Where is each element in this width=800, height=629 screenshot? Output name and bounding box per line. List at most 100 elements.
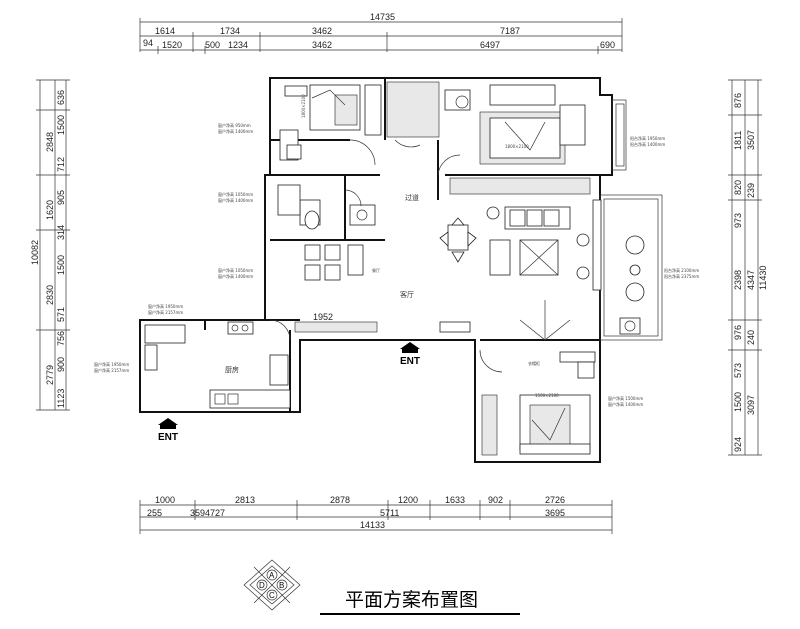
dim-top-r3-0: 94: [143, 38, 153, 48]
dim-right-1: 1811: [733, 131, 743, 150]
dim-bot-r2-0: 255: [147, 508, 162, 518]
dim-top-r2-1: 1734: [220, 26, 240, 36]
svg-text:阳台净高 2375mm: 阳台净高 2375mm: [664, 273, 699, 279]
dim-top-r2-2: 3462: [312, 26, 332, 36]
dim-top-r3-1: 1520: [162, 40, 182, 50]
dim-left-11: 900: [56, 357, 66, 372]
dim-right-11: 573: [733, 363, 743, 378]
dim-left-7: 1500: [56, 255, 66, 275]
dim-left-0: 636: [56, 90, 66, 105]
bottom-dimension-lines: 1000 2813 2878 1200 1633 902 2726 255 35…: [139, 495, 613, 534]
dim-top-r3-6: 690: [600, 40, 615, 50]
dim-right-8: 11430: [758, 266, 768, 290]
dim-left-8: 2830: [45, 285, 55, 305]
svg-text:窗户净高 1400mm: 窗户净高 1400mm: [218, 273, 253, 279]
dim-bot-r1-5: 902: [488, 495, 503, 505]
dim-left-9: 571: [56, 307, 66, 322]
dim-bot-r2-1: 359: [190, 508, 205, 518]
door-swings: [269, 139, 503, 373]
stair-zone: [439, 300, 571, 341]
dim-top-r3-3: 1234: [228, 40, 248, 50]
top-dimension-lines: 14735 1614 1734 3462 7187 94 1520 500 12…: [139, 12, 623, 54]
entrance-label-center: ENT: [400, 356, 420, 367]
svg-text:窗户净高 1050mm: 窗户净高 1050mm: [218, 267, 253, 273]
svg-text:窗户净高 1400mm: 窗户净高 1400mm: [608, 401, 643, 407]
dim-top-r3-4: 3462: [312, 40, 332, 50]
ne-bed-size: 1800×2100: [505, 144, 529, 149]
compass-c: C: [269, 591, 275, 600]
dim-bot-r1-6: 2726: [545, 495, 565, 505]
dim-right-0: 876: [733, 93, 743, 108]
se-bedroom: 1500×2100 衣帽柜 窗户净高 1500mm 窗户净高 1400mm: [481, 351, 643, 456]
dim-right-6: 2398: [733, 270, 743, 290]
svg-text:窗户净高 1400mm: 窗户净高 1400mm: [218, 197, 253, 203]
svg-text:窗户净高 1500mm: 窗户净高 1500mm: [608, 395, 643, 401]
east-balcony: 阳台净高 2100mm 阳台净高 2375mm: [599, 194, 699, 341]
dim-left-10: 756: [56, 331, 66, 346]
svg-text:窗户净高 1400mm: 窗户净高 1400mm: [218, 128, 253, 134]
dim-top-r3-2: 500: [205, 40, 220, 50]
compass-b: B: [279, 581, 284, 590]
entrance-center: ENT: [400, 342, 420, 367]
svg-text:阳台净高 2100mm: 阳台净高 2100mm: [664, 267, 699, 273]
svg-text:过道: 过道: [405, 193, 419, 202]
dim-left-overall: 10082: [30, 240, 40, 265]
dim-bot-r1-4: 1633: [445, 495, 465, 505]
dim-bot-r2-3: 5711: [380, 508, 399, 518]
ne-balcony: 阳台净高 1950mm 阳台净高 1400mm: [611, 99, 665, 171]
dim-right-13: 3097: [746, 395, 756, 415]
living-room: 客厅: [400, 199, 602, 299]
dim-left-5: 905: [56, 190, 66, 205]
dim-right-5: 973: [733, 213, 743, 228]
dim-right-2: 3507: [746, 130, 756, 150]
ne-master-bedroom: 1800×2100: [386, 81, 591, 195]
svg-text:窗户净高 1950mm: 窗户净高 1950mm: [94, 361, 129, 367]
dim-right-9: 976: [733, 325, 743, 340]
svg-text:窗户净高 950mm: 窗户净高 950mm: [218, 122, 251, 128]
dim-right-14: 924: [733, 437, 743, 452]
kitchen: 厨房 窗户净高 1950mm 窗户净高 2157mm 窗户净高 1950mm 窗…: [94, 303, 291, 409]
dim-right-3: 820: [733, 180, 743, 195]
dim-bot-r1-0: 1000: [155, 495, 175, 505]
dim-bot-r2-2: 4727: [205, 508, 225, 518]
svg-text:窗户净高 2157mm: 窗户净高 2157mm: [94, 367, 129, 373]
compass-a: A: [269, 571, 275, 580]
dining-area: 餐厅 窗户净高 1050mm 窗户净高 1400mm: [218, 244, 380, 281]
right-dimension-lines: 876 1811 3507 820 239 973 2398 4347 1143…: [728, 79, 768, 456]
dim-right-10: 240: [746, 330, 756, 345]
compass-d: D: [259, 581, 265, 590]
dim-bot-overall: 14133: [360, 520, 385, 530]
nw-bed-size: 1800×2100: [301, 94, 306, 118]
entrance-west: ENT: [158, 418, 178, 443]
dim-right-7: 4347: [746, 270, 756, 290]
dim-bot-r1-2: 2878: [330, 495, 350, 505]
svg-text:阳台净高 1400mm: 阳台净高 1400mm: [630, 141, 665, 147]
se-bed-size: 1500×2100: [535, 393, 559, 398]
shelf-strip: 1952: [294, 312, 378, 333]
svg-text:窗户净高 2157mm: 窗户净高 2157mm: [148, 309, 183, 315]
page-title: 平面方案布置图: [345, 589, 478, 611]
svg-text:餐厅: 餐厅: [372, 267, 380, 273]
dim-top-overall: 14735: [370, 12, 395, 22]
bathroom: 窗户净高 1050mm 窗户净高 1400mm 过道: [218, 184, 419, 230]
dim-bot-r2-4: 3695: [545, 508, 565, 518]
entrance-label-west: ENT: [158, 432, 178, 443]
walls: [139, 77, 613, 463]
dim-left-6: 314: [56, 225, 66, 240]
dim-left-3: 712: [56, 157, 66, 172]
compass-symbol: A D B C: [243, 559, 301, 611]
dim-bot-r1-1: 2813: [235, 495, 255, 505]
dim-left-4: 1620: [45, 200, 55, 220]
left-dimension-lines: 636 2848 1500 712 1620 905 314 1500 2830…: [30, 79, 70, 411]
dim-top-r3-5: 6497: [480, 40, 500, 50]
dim-left-12: 2779: [45, 365, 55, 385]
svg-text:窗户净高 1050mm: 窗户净高 1050mm: [218, 191, 253, 197]
dim-right-12: 1500: [733, 392, 743, 412]
dim-left-1: 2848: [45, 132, 55, 152]
svg-text:窗户净高 1950mm: 窗户净高 1950mm: [148, 303, 183, 309]
svg-text:阳台净高 1950mm: 阳台净高 1950mm: [630, 135, 665, 141]
dim-top-r2-3: 7187: [500, 26, 520, 36]
dim-left-13: 1123: [56, 389, 66, 408]
svg-text:厨房: 厨房: [225, 365, 239, 374]
